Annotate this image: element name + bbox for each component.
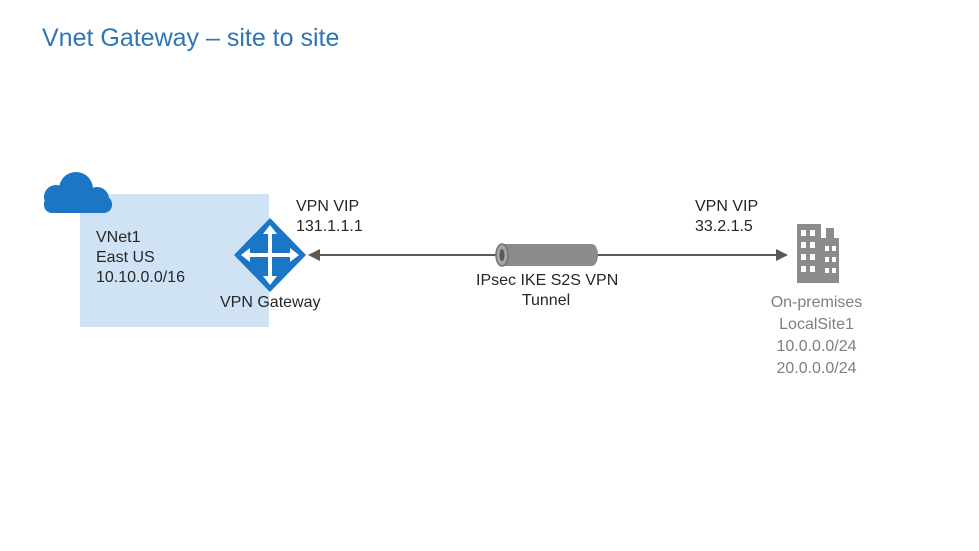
vpn-gateway-icon	[234, 218, 306, 292]
arrow-left-icon	[308, 249, 320, 261]
cloud-icon	[44, 172, 112, 213]
tunnel-pipe-icon	[495, 243, 598, 267]
vnet-name: VNet1	[96, 229, 141, 246]
onprem-prefix: 10.0.0.0/24	[776, 338, 857, 355]
remote-vip-address: 33.2.1.5	[695, 218, 753, 235]
vnet-address-space: 10.10.0.0/16	[96, 269, 185, 286]
remote-vip-title: VPN VIP	[695, 198, 759, 215]
onprem-site-name: LocalSite1	[779, 316, 854, 333]
tunnel-label: IPsec IKE S2S VPN Tunnel	[476, 271, 619, 311]
vnet-info: VNet1 East US 10.10.0.0/16	[96, 228, 185, 288]
tunnel-label-line2: Tunnel	[521, 292, 571, 309]
gateway-vip: VPN VIP 131.1.1.1	[296, 197, 363, 237]
gateway-vip-address: 131.1.1.1	[296, 218, 363, 235]
slide-title: Vnet Gateway – site to site	[42, 24, 340, 52]
onprem-site-type: On-premises	[770, 294, 863, 311]
gateway-vip-title: VPN VIP	[296, 198, 360, 215]
gateway-label: VPN Gateway	[220, 294, 321, 311]
building-icon	[797, 224, 839, 283]
onprem-info: On-premises LocalSite1 10.0.0.0/24 20.0.…	[760, 292, 873, 380]
vnet-region: East US	[96, 249, 155, 266]
vnet-box	[80, 194, 269, 327]
tunnel-label-line1: IPsec IKE S2S VPN	[476, 272, 619, 289]
remote-vip: VPN VIP 33.2.1.5	[695, 197, 758, 237]
onprem-prefix: 20.0.0.0/24	[776, 360, 857, 377]
arrow-right-icon	[776, 249, 788, 261]
